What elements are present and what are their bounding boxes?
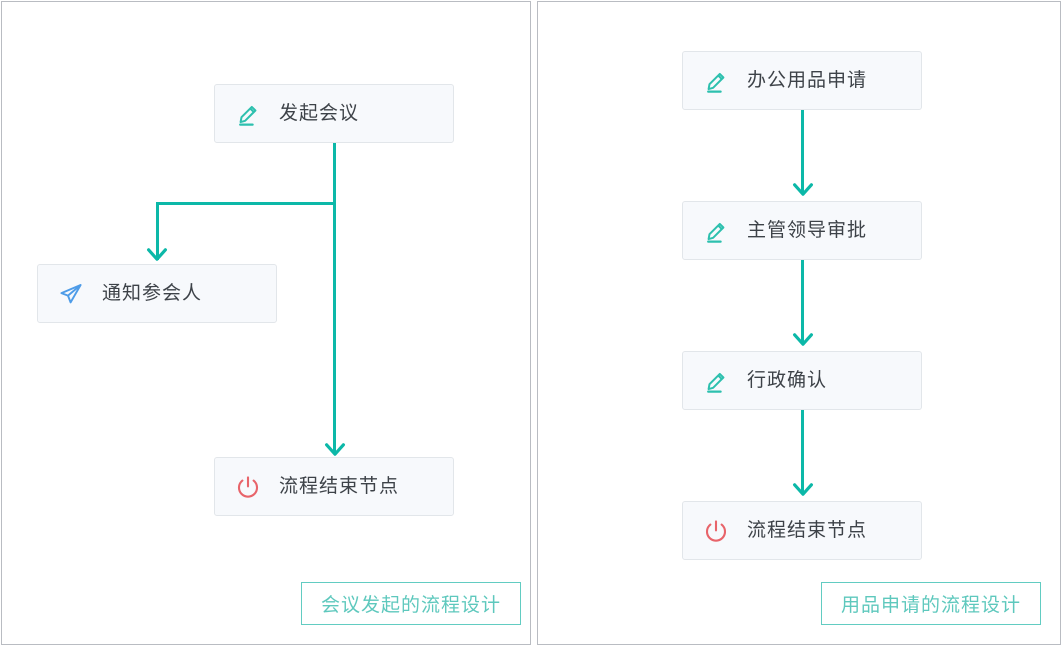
flow-node-notify-participants[interactable]: 通知参会人 (37, 264, 277, 323)
edit-icon (707, 372, 725, 393)
arrowhead-to-end-icon (793, 483, 813, 496)
flow-node-label: 发起会议 (279, 102, 360, 124)
flow-node-end[interactable]: 流程结束节点 (214, 457, 454, 516)
power-icon (705, 519, 727, 542)
arrowhead-to-approve-icon (793, 183, 813, 196)
flow-node-label: 办公用品申请 (747, 69, 868, 91)
flow-node-admin-confirm[interactable]: 行政确认 (682, 351, 922, 410)
flow-node-end[interactable]: 流程结束节点 (682, 501, 922, 560)
connector-branch-horizontal (156, 202, 336, 205)
edit-icon (707, 222, 725, 243)
send-icon (60, 283, 82, 303)
panel-meeting-flow: 发起会议 通知参会人 流程结束节点 会议发起的流程设计 (1, 1, 531, 645)
connector-apply-to-approve (801, 109, 804, 192)
flow-node-start-meeting[interactable]: 发起会议 (214, 84, 454, 143)
arrowhead-to-confirm-icon (793, 333, 813, 346)
connector-confirm-to-end (801, 409, 804, 492)
flow-node-manager-approve[interactable]: 主管领导审批 (682, 201, 922, 260)
flow-node-label: 行政确认 (747, 369, 828, 391)
edit-icon (707, 72, 725, 93)
edit-icon (239, 105, 257, 126)
flow-node-label: 主管领导审批 (747, 219, 868, 241)
panel-caption-text: 会议发起的流程设计 (320, 594, 501, 616)
panel-caption-text: 用品申请的流程设计 (840, 594, 1021, 616)
panel-caption-supply-request-flow[interactable]: 用品申请的流程设计 (821, 582, 1041, 625)
flow-node-supply-apply[interactable]: 办公用品申请 (682, 51, 922, 110)
arrowhead-to-notify-icon (147, 248, 167, 261)
panel-caption-meeting-flow[interactable]: 会议发起的流程设计 (301, 582, 521, 625)
flow-node-label: 流程结束节点 (279, 475, 400, 497)
flow-node-label: 通知参会人 (102, 282, 203, 304)
connector-approve-to-confirm (801, 259, 804, 342)
power-icon (237, 475, 259, 498)
connector-trunk-vertical (333, 142, 336, 452)
panel-supply-request-flow: 办公用品申请 主管领导审批 行政确认 流 (537, 1, 1061, 645)
arrowhead-to-end-icon (325, 443, 345, 456)
connector-branch-vertical (156, 202, 159, 260)
flow-node-label: 流程结束节点 (747, 519, 868, 541)
